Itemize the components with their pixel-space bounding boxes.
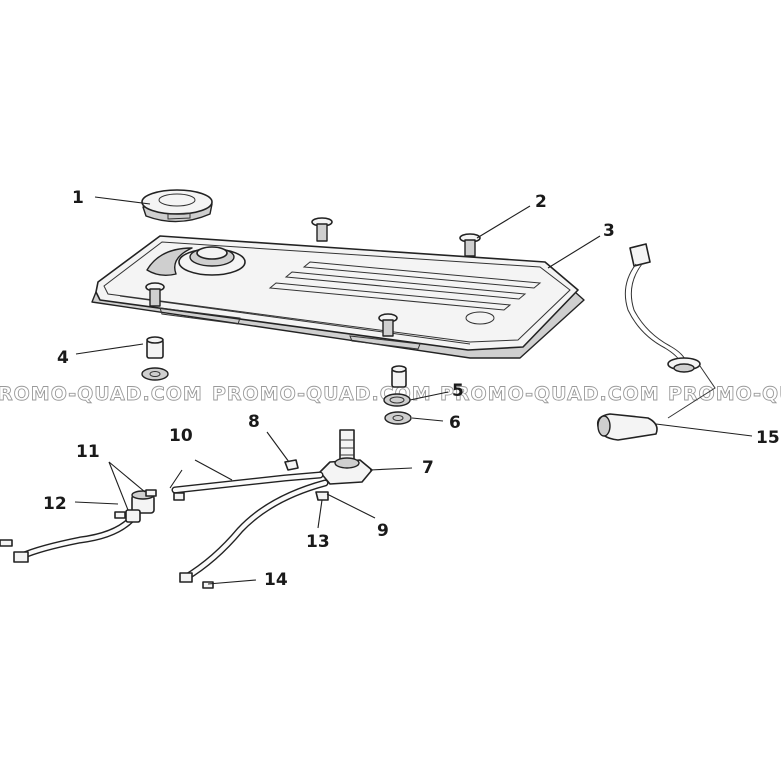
callout-5: 5 — [452, 381, 464, 401]
fuel-hoses — [13, 471, 329, 583]
watermark-center-right: PROMO-QUAD.COM — [440, 383, 660, 405]
fuel-level-sender — [596, 243, 716, 441]
watermark-center: PROMO-QUAD.COM — [212, 383, 432, 405]
callout-2: 2 — [535, 192, 547, 212]
callout-10: 10 — [169, 426, 193, 446]
callout-11: 11 — [76, 442, 100, 462]
callout-1: 1 — [72, 188, 84, 208]
leader-lines — [74, 196, 753, 585]
mounting-bolts — [145, 217, 481, 337]
callout-14: 14 — [264, 570, 288, 590]
callout-9: 9 — [377, 521, 389, 541]
callout-6: 6 — [449, 413, 461, 433]
callout-15: 15 — [756, 428, 780, 448]
fuel-cap — [141, 189, 213, 223]
hose-clamps — [0, 459, 329, 589]
callout-7: 7 — [422, 458, 434, 478]
callout-13: 13 — [306, 532, 330, 552]
callout-3: 3 — [603, 221, 615, 241]
fuel-tank — [91, 235, 585, 359]
rubber-grommet-4 — [141, 336, 169, 381]
watermark-right: PROMO-QU — [668, 383, 781, 405]
callout-8: 8 — [248, 412, 260, 432]
fuel-valve — [319, 429, 373, 485]
callout-labels: 1 2 3 4 5 6 7 8 9 10 11 12 13 14 15 — [43, 188, 780, 590]
callout-4: 4 — [57, 348, 69, 368]
callout-12: 12 — [43, 494, 67, 514]
washer-6 — [384, 411, 412, 425]
watermark-left: ROMO-QUAD.COM — [0, 383, 203, 405]
inline-fuel-filter — [125, 489, 157, 523]
